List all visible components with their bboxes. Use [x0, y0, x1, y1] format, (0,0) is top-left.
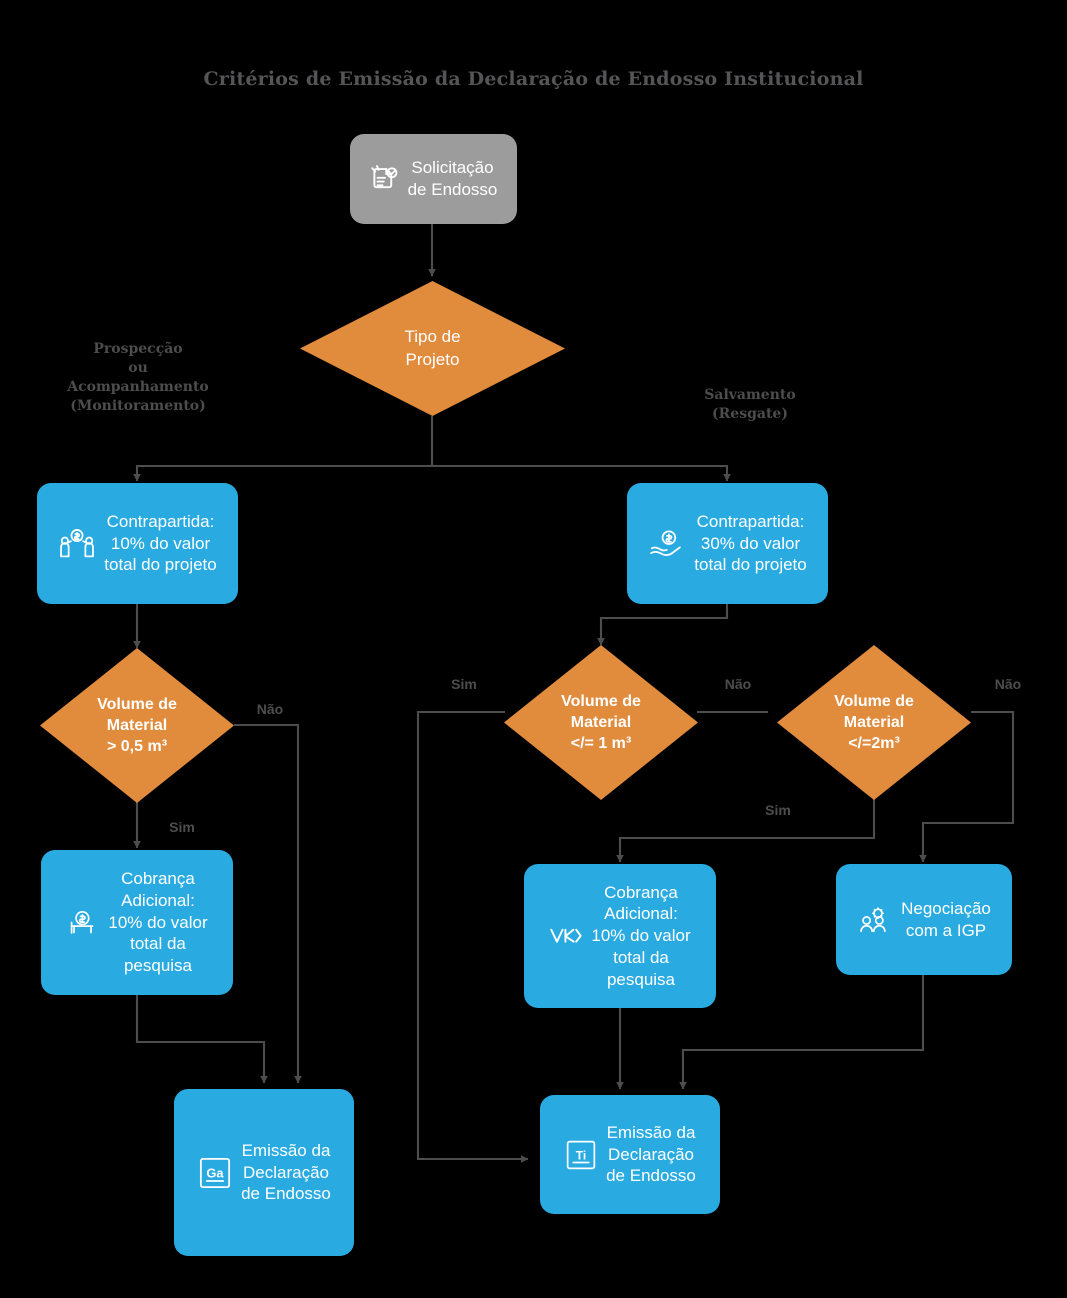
edge-tipo-contra10 — [133, 416, 434, 482]
two-people-gear-icon — [857, 904, 893, 936]
node-label: Volume de Material > 0,5 m³ — [97, 695, 177, 756]
node-contrapartida-10[interactable]: Contrapartida: 10% do valor total do pro… — [37, 483, 238, 604]
ti-badge-icon: Ti — [564, 1138, 598, 1172]
node-label: Negociação com a IGP — [901, 898, 991, 940]
edge-label-nao-vol05: Não — [256, 701, 284, 717]
svg-text:Ga: Ga — [207, 1165, 225, 1180]
node-label: Contrapartida: 30% do valor total do pro… — [694, 511, 807, 575]
svg-text:Ti: Ti — [576, 1148, 587, 1162]
edge-label-prospeccao: Prospecção ou Acompanhamento (Monitorame… — [67, 341, 209, 414]
node-label: Volume de Material </= 1 m³ — [561, 692, 641, 753]
node-emissao-esquerda[interactable]: Ga Emissão da Declaração de Endosso — [174, 1089, 354, 1256]
node-label: Contrapartida: 10% do valor total do pro… — [104, 511, 217, 575]
edge-vol2-cobra-m — [616, 780, 876, 863]
node-contrapartida-30[interactable]: Contrapartida: 30% do valor total do pro… — [627, 483, 828, 604]
node-volume-1[interactable]: Volume de Material </= 1 m³ — [504, 645, 698, 800]
node-label: Emissão da Declaração de Endosso — [241, 1140, 331, 1204]
edge-label-sim-vol05: Sim — [169, 819, 195, 835]
page-title: Critérios de Emissão da Declaração de En… — [203, 68, 864, 90]
edge-label-sim-vol2: Sim — [765, 802, 791, 818]
edge-label-nao-vol2: Não — [994, 676, 1022, 692]
node-cobranca-meio[interactable]: Cobrança Adicional: 10% do valor total d… — [524, 864, 716, 1008]
node-volume-05[interactable]: Volume de Material > 0,5 m³ — [40, 648, 234, 803]
people-money-icon — [58, 527, 96, 561]
node-label: Cobrança Adicional: 10% do valor total d… — [591, 882, 691, 989]
vk-monogram-icon — [549, 921, 583, 951]
edge-contra30-vol1 — [597, 604, 729, 646]
node-emissao-direita[interactable]: Ti Emissão da Declaração de Endosso — [540, 1095, 720, 1214]
edge-label-salvamento: Salvamento (Resgate) — [704, 387, 796, 422]
document-check-icon — [370, 164, 400, 194]
node-solicitacao-endosso[interactable]: Solicitação de Endosso — [350, 134, 517, 224]
node-volume-2[interactable]: Volume de Material </=2m³ — [777, 645, 971, 800]
edge-label-sim-vol1: Sim — [451, 676, 477, 692]
edge-vol1-emissao-r — [416, 710, 529, 1163]
edge-label-nao-vol1: Não — [724, 676, 752, 692]
node-label: Tipo de Projeto — [404, 326, 461, 369]
node-negociacao-igp[interactable]: Negociação com a IGP — [836, 864, 1012, 975]
node-tipo-projeto[interactable]: Tipo de Projeto — [300, 281, 565, 416]
edge-negocia-emissao-r — [679, 975, 925, 1090]
edge-vol05-emissao-l — [234, 723, 302, 1084]
node-label: Emissão da Declaração de Endosso — [606, 1122, 696, 1186]
node-label: Volume de Material </=2m³ — [834, 692, 914, 753]
ga-badge-icon: Ga — [197, 1155, 233, 1191]
hand-coin-icon — [648, 527, 686, 561]
edge-cobra-l-emissao-l — [135, 995, 268, 1084]
node-cobranca-esquerda[interactable]: Cobrança Adicional: 10% do valor total d… — [41, 850, 233, 995]
edge-vol2-negocia — [919, 710, 1015, 863]
edge-tipo-contra30 — [430, 416, 731, 482]
coin-slot-icon — [66, 907, 100, 939]
node-label: Cobrança Adicional: 10% do valor total d… — [108, 869, 208, 976]
node-label: Solicitação de Endosso — [407, 158, 498, 199]
